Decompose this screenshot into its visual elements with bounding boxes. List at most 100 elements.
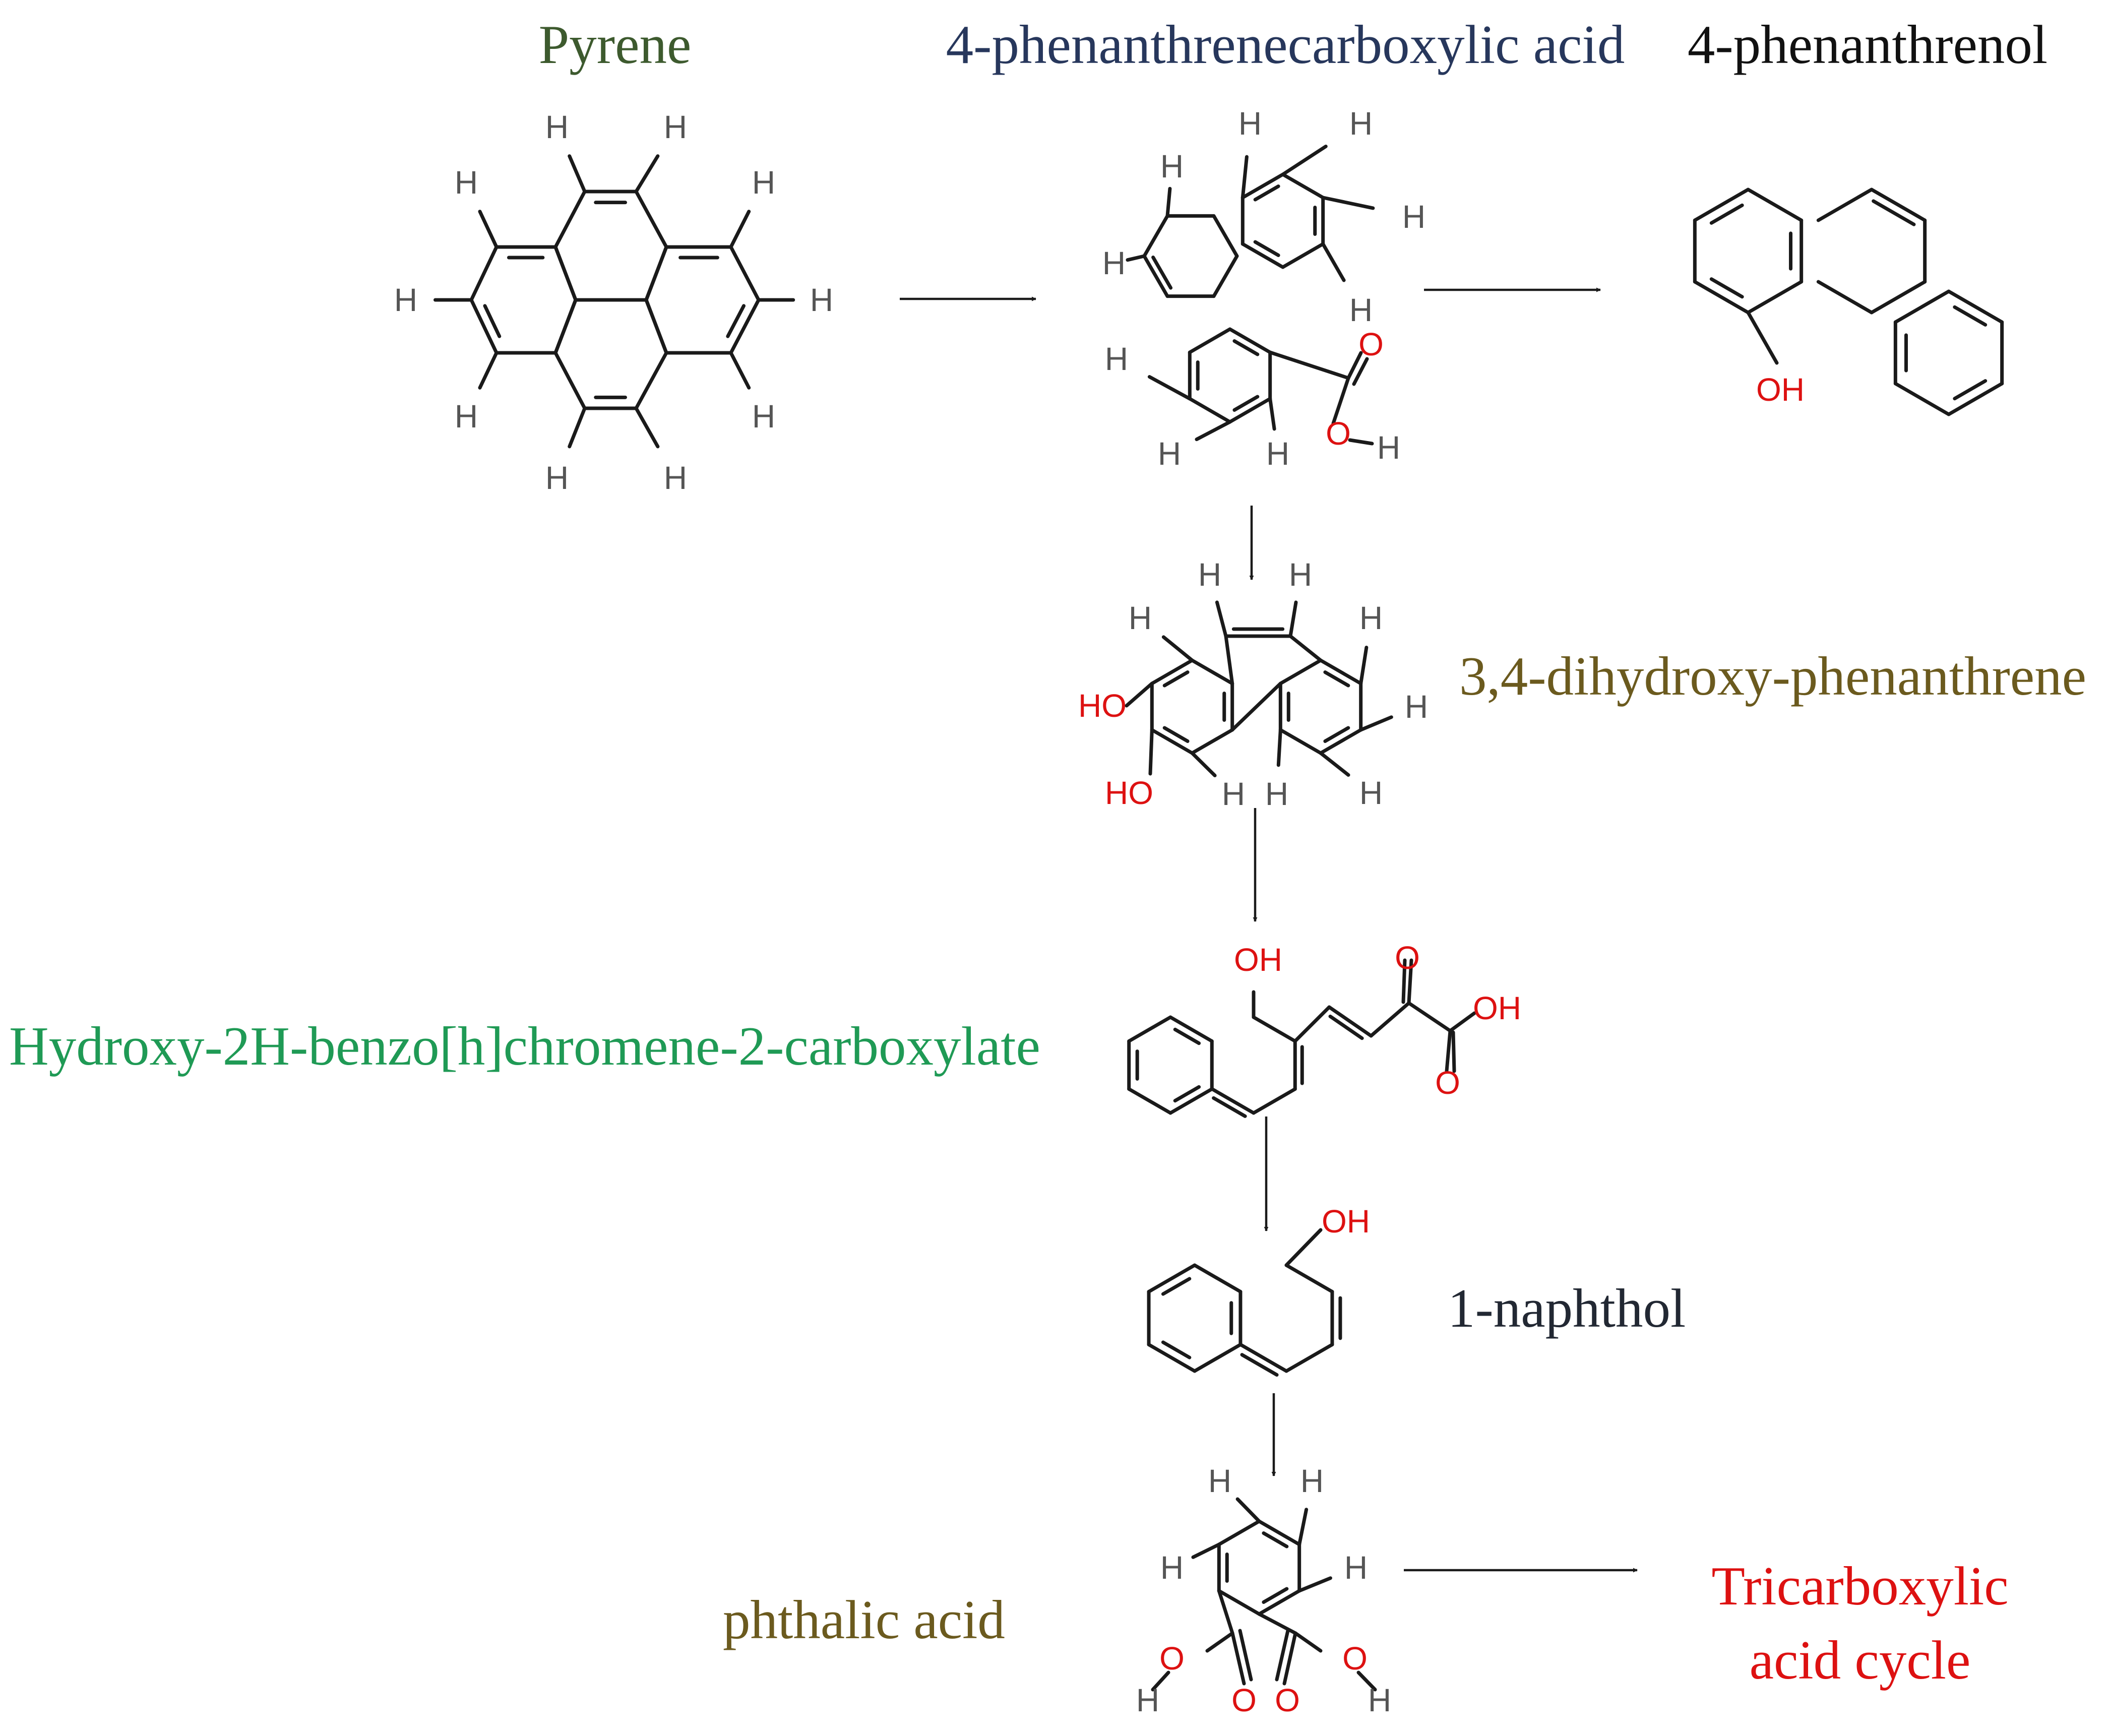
bond-line (553, 190, 587, 249)
hydroxyl-label: OH (1473, 990, 1521, 1026)
c-h-bond-line (1240, 155, 1249, 200)
bond-line (469, 245, 499, 302)
tca-cycle-label-line1: Tricarboxylic (1711, 1556, 2008, 1617)
c-h-bond-line (1126, 254, 1146, 262)
bond-line (1870, 188, 1927, 222)
bond-line (1252, 1087, 1297, 1115)
bond-line (1282, 1631, 1297, 1686)
bond-line (1278, 728, 1323, 755)
hydrogen-atom-label: H (1344, 1549, 1368, 1586)
oxygen-atom-label: O (1358, 326, 1384, 362)
bond-line (1746, 188, 1804, 222)
double-bond-line (1262, 1531, 1289, 1548)
bond-line (1190, 728, 1234, 755)
bond-line (1893, 382, 1951, 416)
hydrogen-atom-label: H (1265, 776, 1288, 812)
bond-line (553, 298, 578, 355)
bond-line (1240, 242, 1285, 269)
double-bond-line (1238, 1629, 1253, 1682)
bond-line (1947, 382, 2004, 416)
bond-line (1212, 254, 1239, 298)
bond-line (634, 190, 668, 249)
hydrogen-atom-label: H (752, 398, 775, 435)
double-bond-line (1212, 1096, 1247, 1118)
bond-line (1193, 1343, 1243, 1373)
bond-line (1230, 681, 1282, 732)
c-h-bond-line (1359, 715, 1393, 732)
hydrogen-atom-label: H (1359, 600, 1383, 636)
oxygen-atom-label: O (1395, 940, 1420, 976)
hydroxyl-label: HO (1078, 688, 1127, 724)
bond-line (1217, 1589, 1234, 1635)
hydrogen-atom-label: H (455, 164, 478, 201)
hydrogen-atom-label: H (1300, 1463, 1324, 1499)
hydrogen-atom-label: H (1160, 148, 1184, 184)
hydrogen-atom-label: H (1405, 689, 1428, 725)
double-bond-line (1953, 305, 1988, 327)
c-h-bond-line (1281, 144, 1328, 176)
phenanthrenol-label: 4-phenanthrenol (1688, 14, 2048, 75)
hydrogen-atom-label: H (1349, 292, 1373, 328)
bond-line (1407, 958, 1413, 1005)
bond-line (1193, 1263, 1243, 1293)
bond-line (1319, 658, 1363, 686)
c-h-bond-line (568, 406, 587, 449)
c-h-bond-line (568, 154, 587, 194)
oxygen-atom-label: O (1275, 1682, 1300, 1718)
bond-line (553, 351, 587, 410)
bond-line (1147, 1343, 1197, 1373)
c-h-bond-line (1161, 635, 1194, 662)
hydrogen-atom-label: H (1102, 245, 1126, 281)
bond-line (1147, 1263, 1197, 1293)
double-bond-line (1328, 1014, 1364, 1040)
c-h-bond-line (1276, 728, 1282, 767)
bond-line (1230, 1631, 1246, 1686)
double-bond-line (1709, 203, 1744, 225)
c-h-bond-line (1195, 420, 1232, 442)
c-h-bond-line (1235, 1497, 1261, 1523)
bond-line (1346, 351, 1363, 380)
hydrogen-atom-label: H (1198, 556, 1221, 593)
double-bond-line (1253, 184, 1280, 202)
dihydroxy-phenanthrene-label: 3,4-dihydroxy-phenanthrene (1459, 646, 2086, 707)
c-h-bond-line (1147, 375, 1192, 401)
hydrogen-atom-label: H (545, 109, 569, 145)
hydrogen-atom-label: H (1238, 105, 1262, 142)
bond-line (1816, 188, 1874, 222)
oxygen-atom-label: O (1326, 415, 1351, 452)
bond-line (1210, 1087, 1256, 1115)
hydrogen-atom-label: H (455, 398, 478, 435)
double-bond-line (1451, 1030, 1456, 1073)
bond-line (634, 351, 668, 410)
hydrogen-atom-label: H (1222, 776, 1245, 812)
naphthol-label: 1-naphthol (1448, 1278, 1686, 1339)
hydrogen-atom-label: H (1158, 436, 1181, 472)
bond-line (1238, 1343, 1288, 1373)
bond-line (1281, 172, 1325, 200)
bond-line (1947, 289, 2004, 324)
bond-line (1293, 1005, 1331, 1043)
bond-line (1168, 1087, 1214, 1115)
double-bond-line (1232, 339, 1260, 356)
bond-line (1327, 1005, 1373, 1038)
bond-line (1217, 1589, 1261, 1616)
bond-line (1240, 172, 1285, 200)
double-bond-line (1401, 958, 1407, 1004)
bond-line (1268, 350, 1350, 380)
c-h-bond-line (1359, 646, 1369, 686)
bond-line (1190, 658, 1234, 686)
double-bond-line (1262, 1587, 1289, 1604)
hydrogen-atom-label: H (1266, 436, 1289, 472)
bond-line (1278, 658, 1323, 686)
double-bond-line (1352, 357, 1369, 386)
bond-line (1319, 728, 1363, 755)
bond-line (1168, 1015, 1214, 1043)
c-h-bond-line (478, 351, 499, 390)
bond-line (1217, 1519, 1261, 1546)
double-bond-line (1323, 726, 1350, 743)
